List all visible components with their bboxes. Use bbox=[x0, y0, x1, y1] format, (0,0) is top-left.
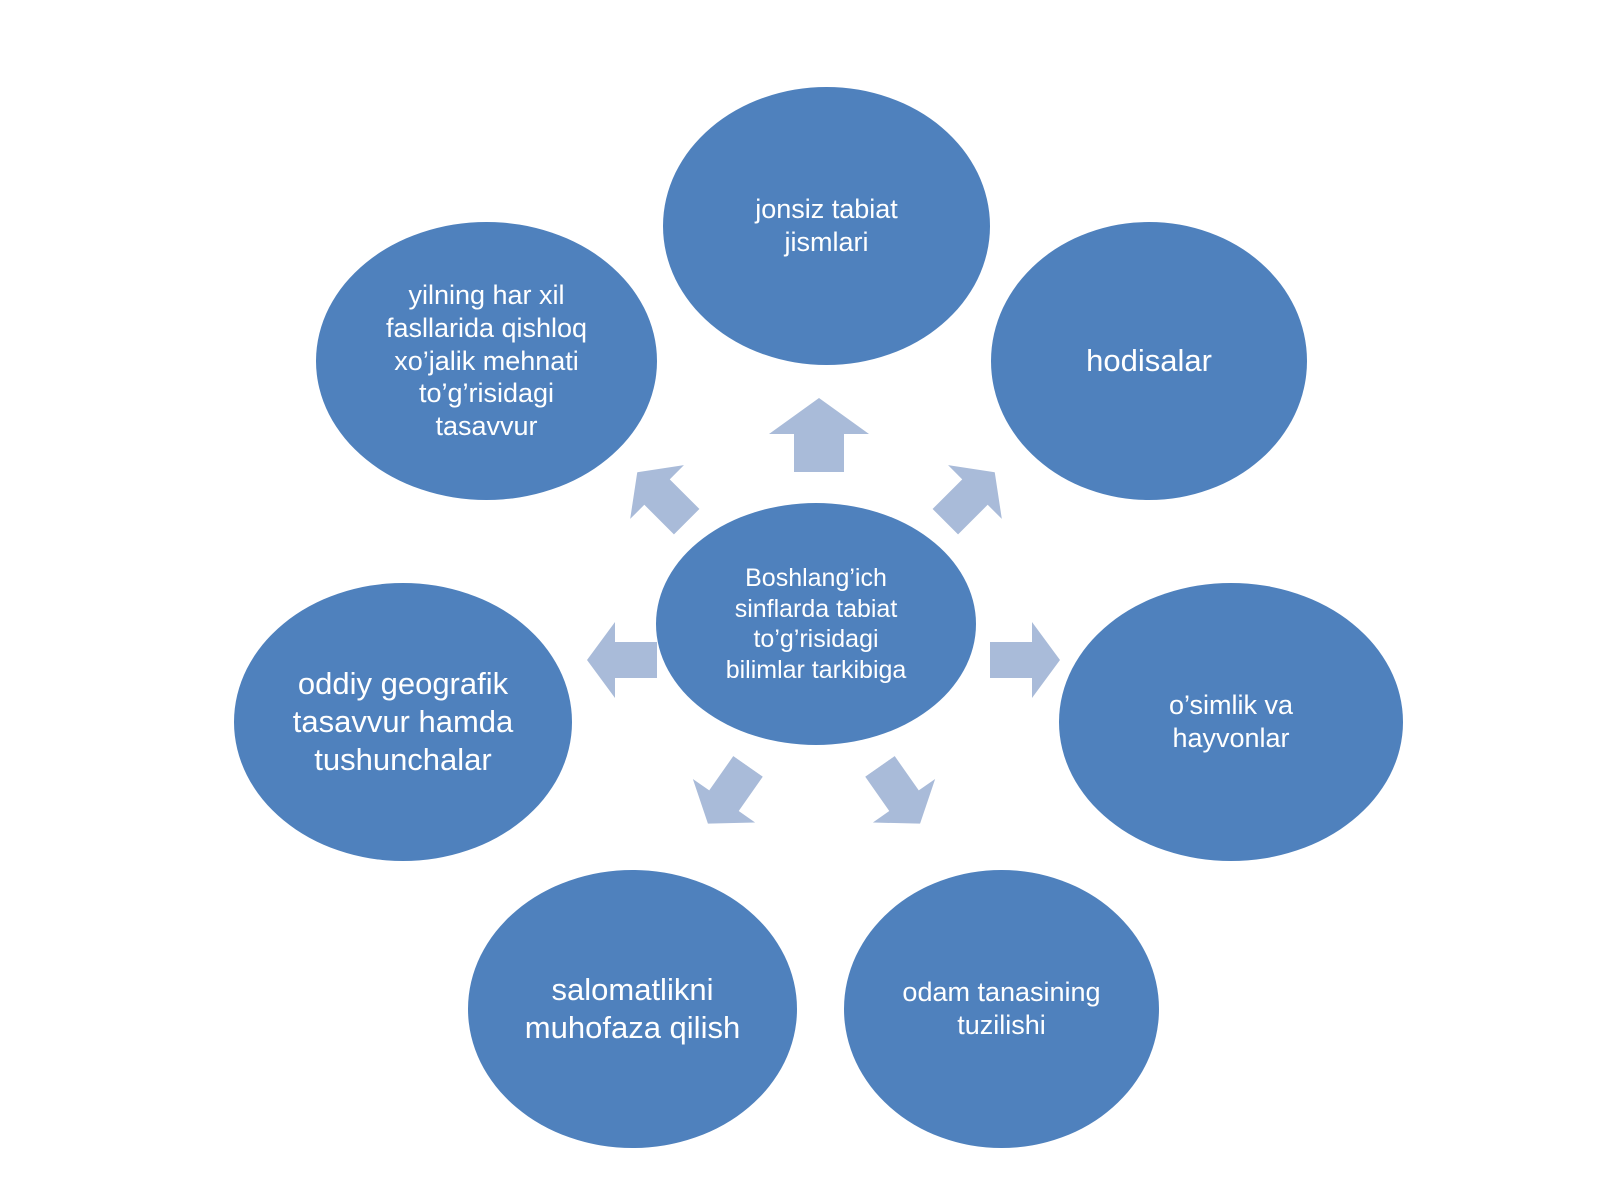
arrow-to-top-icon bbox=[769, 398, 869, 472]
arrow-to-lower-left-icon bbox=[675, 743, 781, 846]
node-top: jonsiz tabiat jismlari bbox=[663, 87, 990, 365]
center-node: Boshlang’ich sinflarda tabiat to’g’risid… bbox=[656, 503, 976, 745]
node-lower-right-label: odam tanasining tuzilishi bbox=[902, 977, 1101, 1040]
node-left: oddiy geografik tasavvur hamda tushuncha… bbox=[234, 583, 572, 861]
arrow-to-upper-right-icon bbox=[917, 444, 1023, 550]
node-upper-left-label: yilning har xil fasllarida qishloq xo’ja… bbox=[385, 279, 588, 442]
node-upper-left: yilning har xil fasllarida qishloq xo’ja… bbox=[316, 222, 657, 500]
node-lower-left-label: salomatlikni muhofaza qilish bbox=[524, 972, 741, 1045]
node-top-label: jonsiz tabiat jismlari bbox=[755, 194, 898, 257]
arrow-to-upper-left-icon bbox=[609, 444, 715, 550]
node-lower-left: salomatlikni muhofaza qilish bbox=[468, 870, 797, 1148]
arrow-to-right-icon bbox=[990, 620, 1060, 700]
center-node-label: Boshlang’ich sinflarda tabiat to’g’risid… bbox=[725, 564, 907, 684]
arrow-to-left-icon bbox=[587, 620, 657, 700]
arrow-to-lower-right-icon bbox=[847, 743, 953, 846]
node-upper-right-label: hodisalar bbox=[1086, 343, 1212, 379]
node-upper-right: hodisalar bbox=[991, 222, 1307, 500]
node-left-label: oddiy geografik tasavvur hamda tushuncha… bbox=[292, 666, 514, 777]
node-right-label: o’simlik va hayvonlar bbox=[1168, 690, 1294, 753]
node-right: o’simlik va hayvonlar bbox=[1059, 583, 1403, 861]
node-lower-right: odam tanasining tuzilishi bbox=[844, 870, 1159, 1148]
